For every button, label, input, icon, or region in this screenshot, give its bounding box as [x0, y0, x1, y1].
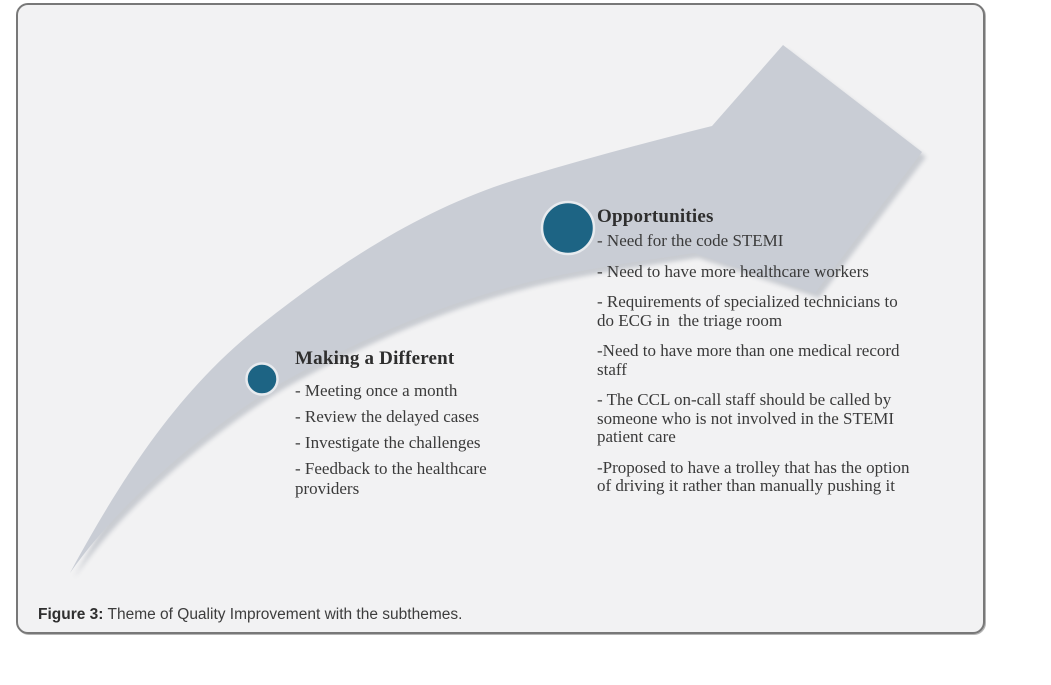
milestone-making-a-different: Making a Different - Meeting once a mont…	[295, 348, 533, 505]
milestone-item: - Feedback to the healthcare providers	[295, 459, 491, 498]
milestone-item: - The CCL on-call staff should be called…	[597, 390, 899, 446]
milestone-item: - Requirements of specialized technician…	[597, 292, 902, 330]
figure-caption-text: Theme of Quality Improvement with the su…	[103, 606, 463, 623]
milestone-item: - Investigate the challenges	[295, 433, 481, 452]
milestone-item: - Need for the code STEMI	[597, 231, 784, 250]
milestone-opportunities: Opportunities - Need for the code STEMI …	[597, 206, 911, 508]
milestone-item: - Meeting once a month	[295, 381, 458, 400]
milestone-item: -Need to have more than one medical reco…	[597, 341, 904, 379]
milestone-item: -Proposed to have a trolley that has the…	[597, 457, 910, 495]
milestone-title: Opportunities	[597, 206, 714, 227]
figure-caption-label: Figure 3:	[38, 606, 104, 623]
milestone-item: - Need to have more healthcare workers	[597, 261, 869, 281]
milestone-title: Making a Different	[295, 348, 455, 369]
figure-caption: Figure 3: Theme of Quality Improvement w…	[38, 606, 462, 624]
milestone-item: - Review the delayed cases	[295, 407, 480, 426]
